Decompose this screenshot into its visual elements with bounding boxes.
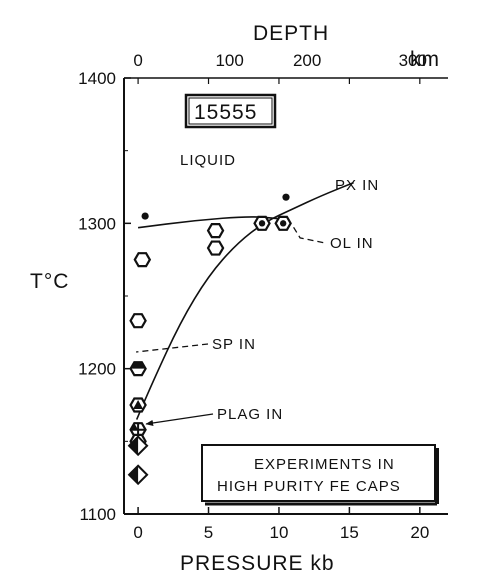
data-point-hexagon-open	[129, 313, 147, 329]
experiments-line-2: HIGH PURITY FE CAPS	[217, 478, 401, 495]
top-axis-label: DEPTH	[253, 22, 329, 45]
sp-in-leader	[136, 343, 209, 353]
top-tick-label: 100	[215, 51, 243, 70]
data-point-hexagon-open	[206, 223, 225, 239]
data-point-hexagon-open	[133, 252, 152, 268]
plag-in-leader	[145, 413, 214, 427]
sample-id-box-inner	[188, 97, 273, 125]
top-axis-unit: km	[410, 48, 440, 71]
sample-id-box	[184, 93, 277, 129]
data-point-diamond-half	[127, 464, 149, 486]
x-tick-label: 5	[204, 523, 213, 542]
y-tick-label: 1400	[78, 69, 116, 88]
px-in-label: PX IN	[335, 177, 379, 194]
liquid-label: LIQUID	[180, 152, 236, 169]
x-tick-label: 15	[340, 523, 359, 542]
y-tick-label: 1300	[78, 214, 116, 233]
data-point-dot	[141, 212, 149, 220]
data-point-hexagon-triangle	[129, 397, 147, 413]
top-axis-ticks: 0 100 200 300	[133, 51, 427, 84]
curve-ol-in	[137, 216, 282, 229]
label-leader-lines	[136, 226, 326, 427]
top-tick-label: 300	[399, 51, 427, 70]
x-tick-label: 10	[269, 523, 288, 542]
phase-boundaries	[135, 181, 354, 420]
experiments-line-1: EXPERIMENTS IN	[254, 456, 395, 473]
data-point-hexagon-dot	[274, 215, 292, 231]
ol-in-label: OL IN	[330, 235, 374, 252]
data-point-hexagon-dot	[253, 215, 271, 231]
data-point-hexagon-half	[129, 361, 147, 377]
ol-in-leader	[293, 226, 326, 244]
sp-in-label: SP IN	[212, 336, 256, 353]
data-points	[127, 193, 292, 486]
data-point-hexagon-open	[206, 240, 225, 256]
data-point-diamond-half	[127, 435, 149, 457]
curve-px-in	[135, 181, 354, 420]
x-axis-label: PRESSURE kb	[180, 552, 335, 575]
top-tick-label: 200	[293, 51, 321, 70]
sample-id: 15555	[194, 101, 257, 124]
experiments-box	[201, 444, 436, 502]
data-point-dot	[282, 193, 290, 201]
x-tick-label: 0	[133, 523, 142, 542]
y-tick-label: 1100	[79, 505, 116, 524]
y-axis-label: T°C	[30, 270, 69, 293]
x-axis-ticks: 0 5 10 15 20	[133, 507, 429, 542]
top-tick-label: 0	[133, 51, 142, 70]
y-tick-label: 1200	[78, 360, 116, 379]
y-axis-ticks: 1100 1200 1300 1400	[78, 69, 131, 524]
x-tick-label: 20	[410, 523, 429, 542]
plag-in-label: PLAG IN	[217, 406, 283, 423]
